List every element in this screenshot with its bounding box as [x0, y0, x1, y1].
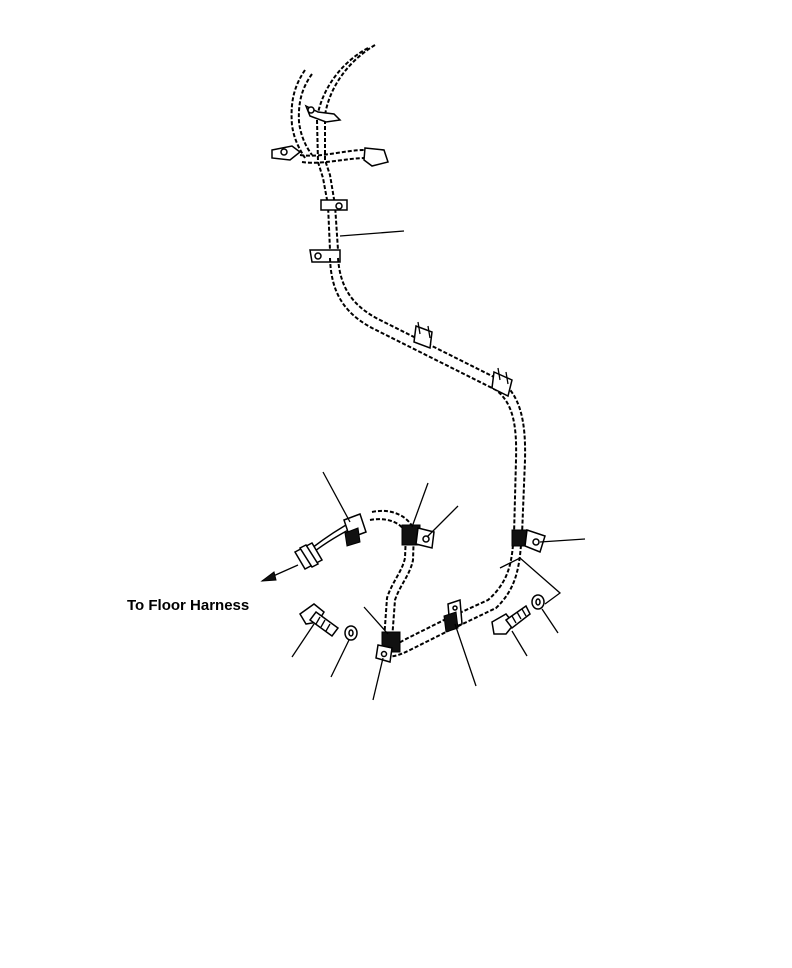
lower-clamp	[375, 631, 401, 663]
lower-clamp-leader-2	[372, 657, 384, 701]
mid-clamp-2	[491, 367, 513, 398]
right-washer	[531, 594, 545, 610]
right-lower-clamp	[443, 598, 463, 633]
left-bolt	[299, 603, 340, 638]
main-harness-run	[329, 257, 527, 658]
right-washer-leader	[541, 608, 559, 634]
right-bolt-leader	[511, 630, 528, 657]
reference-bracket	[499, 557, 562, 605]
mid-clamp-1	[413, 321, 433, 350]
left-bolt-leader	[291, 623, 315, 658]
left-washer-leader	[330, 639, 350, 678]
upper-clamp-bracket	[271, 104, 389, 263]
to-floor-harness-label: To Floor Harness	[127, 597, 250, 614]
center-clamp	[401, 524, 435, 549]
right-clamp	[511, 528, 546, 553]
floor-harness-connector	[260, 542, 324, 582]
right-clamp-leader	[539, 538, 586, 543]
upper-leader-line	[339, 230, 405, 237]
center-clamp-leader-2	[426, 505, 459, 538]
right-bolt	[491, 604, 531, 635]
left-sleeve	[343, 513, 367, 547]
center-clamp-leader-1	[411, 482, 429, 528]
upper-cable-bundle	[290, 44, 376, 251]
left-sleeve-leader	[322, 471, 351, 523]
lower-clamp-leader-1	[363, 606, 389, 635]
right-lower-clamp-leader	[454, 623, 477, 687]
left-washer	[344, 625, 358, 641]
